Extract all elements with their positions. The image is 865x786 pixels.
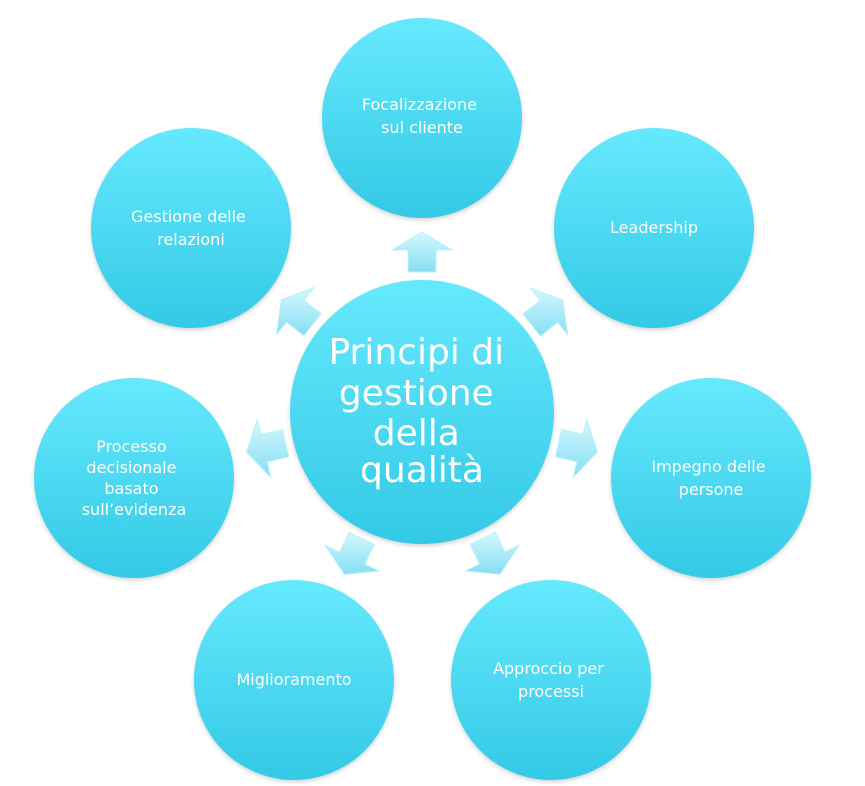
center-title: Principi di gestione della qualità — [328, 332, 515, 491]
node-label-line: decisionale — [86, 458, 176, 477]
node-label-line: Leadership — [610, 218, 698, 237]
block-arrow — [390, 231, 454, 273]
node-label-line: Miglioramento — [236, 670, 351, 689]
node-label-line: Processo — [96, 437, 166, 456]
node-label: Processo decisionale basato sull’evidenz… — [82, 437, 187, 519]
node-gestione: Gestione delle relazioni — [91, 128, 291, 328]
node-label-line: Approccio per — [493, 659, 604, 678]
node-focalizzazione: Focalizzazione sul cliente — [322, 18, 522, 218]
node-circle — [554, 128, 754, 328]
node-label: Approccio per processi — [493, 659, 609, 701]
node-label-line: Gestione delle — [131, 207, 246, 226]
node-processo: Processo decisionale basato sull’evidenz… — [34, 378, 234, 578]
node-label: Impegno delle persone — [651, 457, 770, 499]
node-label-line: relazioni — [157, 230, 225, 249]
block-arrow — [554, 416, 599, 479]
node-label-line: Focalizzazione — [362, 95, 477, 114]
center-circle — [290, 280, 554, 544]
arrows-layer — [245, 231, 599, 575]
block-arrow — [323, 531, 382, 575]
node-label-line: Impegno delle — [651, 457, 765, 476]
node-label: Gestione delle relazioni — [131, 207, 251, 249]
node-circle — [611, 378, 811, 578]
block-arrow — [245, 417, 290, 480]
node-approccio: Approccio per processi — [451, 580, 651, 780]
node-impegno: Impegno delle persone — [611, 378, 811, 578]
block-arrow — [463, 531, 521, 575]
block-arrow — [275, 286, 322, 337]
node-label-line: basato — [104, 479, 158, 498]
node-label-line: sul cliente — [381, 118, 463, 137]
node-label: Miglioramento — [236, 670, 351, 689]
center-title-line-2: gestione — [339, 373, 494, 414]
node-circle — [91, 128, 291, 328]
block-arrow — [522, 286, 569, 337]
center-title-line-4: qualità — [360, 450, 484, 491]
center-title-line-3: della — [373, 413, 460, 454]
node-circle — [34, 378, 234, 578]
node-label: Leadership — [610, 218, 698, 237]
node-leadership: Leadership — [554, 128, 754, 328]
center-title-line-1: Principi di — [328, 332, 504, 373]
node-label-line: sull’evidenza — [82, 500, 187, 519]
node-label-line: persone — [679, 480, 744, 499]
center-hub: Principi di gestione della qualità — [290, 280, 554, 544]
node-label: Focalizzazione sul cliente — [362, 95, 482, 137]
node-miglioramento: Miglioramento — [194, 580, 394, 780]
node-circle — [322, 18, 522, 218]
node-circle — [451, 580, 651, 780]
node-circle — [194, 580, 394, 780]
node-label-line: processi — [518, 682, 584, 701]
